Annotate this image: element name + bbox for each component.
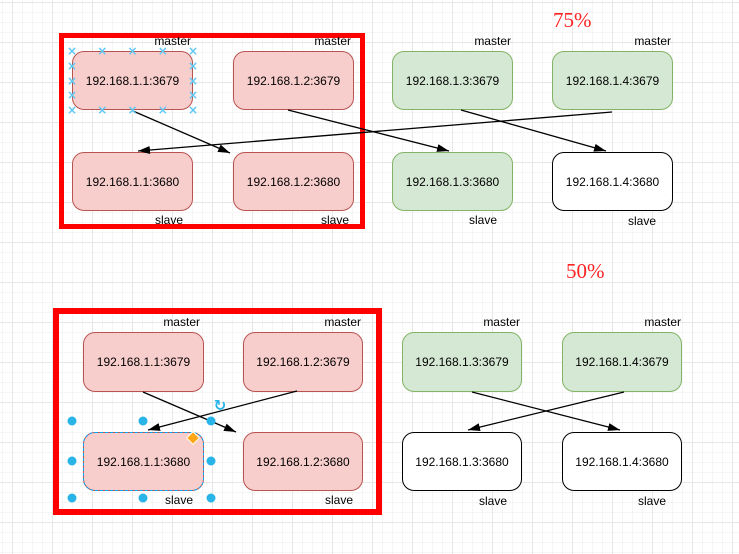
role-label-slave[interactable]: slave (468, 213, 497, 227)
node-ip-text: 192.168.1.2:3679 (256, 355, 350, 369)
diagram-node-slave[interactable]: 192.168.1.2:3680 (233, 152, 354, 211)
edge-arrow[interactable] (467, 391, 625, 432)
edge-arrow[interactable] (471, 391, 621, 431)
annotation-50-percent[interactable]: 50% (566, 259, 605, 283)
resize-handle[interactable] (206, 493, 216, 503)
resize-handle[interactable] (67, 456, 77, 465)
node-ip-text: 192.168.1.1:3679 (96, 355, 191, 369)
connection-point-icon[interactable]: × (127, 103, 138, 117)
connection-point-icon[interactable]: × (187, 88, 199, 103)
node-ip-text: 192.168.1.3:3680 (405, 174, 500, 189)
node-ip-text: 192.168.1.2:3679 (246, 73, 341, 88)
role-label-master[interactable]: master (483, 315, 520, 329)
diagram-node-master[interactable]: 192.168.1.4:3679 (562, 332, 682, 392)
connection-point-icon[interactable]: × (66, 58, 78, 73)
role-label-master[interactable]: master (163, 315, 200, 329)
diagram-node-master[interactable]: 192.168.1.3:3679 (392, 51, 513, 110)
resize-handle[interactable] (138, 416, 147, 426)
connection-point-icon[interactable]: × (187, 103, 199, 117)
resize-handle[interactable] (206, 456, 216, 465)
connection-point-icon[interactable]: × (97, 103, 108, 117)
diagram-node-slave[interactable]: 192.168.1.4:3680 (562, 432, 682, 491)
role-label-slave[interactable]: slave (320, 213, 349, 227)
diagram-node-master[interactable]: 192.168.1.3:3679 (402, 332, 522, 392)
connection-point-icon[interactable]: × (66, 44, 78, 58)
annotation-75-percent[interactable]: 75% (553, 8, 592, 32)
diagram-node-slave[interactable]: 192.168.1.2:3680 (243, 432, 363, 491)
node-ip-text: 192.168.1.1:3680 (85, 174, 180, 189)
rotate-handle-icon[interactable]: ↻ (213, 396, 227, 415)
diagram-node-slave[interactable]: 192.168.1.1:3680 (72, 152, 193, 211)
role-label-slave[interactable]: slave (637, 494, 666, 508)
diagram-node-master[interactable]: 192.168.1.1:3679 (72, 51, 193, 110)
role-label-master[interactable]: master (634, 34, 671, 48)
connection-point-icon[interactable]: × (187, 44, 199, 58)
connection-point-icon[interactable]: × (66, 103, 78, 117)
node-ip-text: 192.168.1.3:3680 (415, 454, 509, 469)
role-label-master[interactable]: master (154, 34, 191, 48)
node-ip-text: 192.168.1.1:3679 (85, 73, 180, 88)
node-ip-text: 192.168.1.3:3679 (415, 355, 509, 369)
connection-point-icon[interactable]: × (187, 73, 199, 88)
connection-point-icon[interactable]: × (157, 44, 168, 58)
edge-arrow[interactable] (460, 109, 607, 152)
resize-handle[interactable] (138, 493, 147, 503)
connection-point-icon[interactable]: × (157, 103, 168, 117)
node-ip-text: 192.168.1.4:3679 (565, 73, 660, 88)
role-label-master[interactable]: master (314, 34, 351, 48)
diagram-node-master[interactable]: 192.168.1.4:3679 (552, 51, 673, 110)
node-ip-text: 192.168.1.2:3680 (256, 454, 350, 469)
diagram-node-master[interactable]: 192.168.1.2:3679 (243, 332, 363, 392)
connection-point-icon[interactable]: × (187, 58, 199, 73)
role-label-slave[interactable]: slave (154, 213, 183, 227)
role-label-master[interactable]: master (324, 315, 361, 329)
diagram-node-master[interactable]: 192.168.1.2:3679 (233, 51, 354, 110)
resize-handle[interactable] (67, 493, 77, 503)
role-label-slave[interactable]: slave (324, 493, 353, 507)
node-ip-text: 192.168.1.4:3679 (575, 355, 669, 369)
diagram-node-slave[interactable]: 192.168.1.4:3680 (552, 152, 673, 211)
role-label-master[interactable]: master (474, 34, 511, 48)
diagram-node-master[interactable]: 192.168.1.1:3679 (83, 332, 204, 392)
connection-point-icon[interactable]: × (97, 44, 108, 58)
connection-point-icon[interactable]: × (66, 73, 78, 88)
node-ip-text: 192.168.1.4:3680 (565, 174, 660, 189)
diagram-node-slave[interactable]: 192.168.1.3:3680 (392, 152, 513, 211)
role-label-master[interactable]: master (644, 315, 681, 329)
role-label-slave[interactable]: slave (164, 493, 193, 507)
node-ip-text: 192.168.1.3:3679 (405, 73, 500, 88)
node-ip-text: 192.168.1.2:3680 (246, 174, 341, 189)
diagram-node-slave[interactable]: 192.168.1.3:3680 (402, 432, 522, 491)
node-ip-text: 192.168.1.4:3680 (575, 454, 669, 469)
connection-point-icon[interactable]: × (66, 88, 78, 103)
resize-handle[interactable] (67, 416, 77, 426)
connection-point-icon[interactable]: × (127, 44, 138, 58)
group-frame[interactable] (53, 308, 382, 515)
selection-outline (83, 432, 204, 491)
role-label-slave[interactable]: slave (478, 494, 507, 508)
role-label-slave[interactable]: slave (627, 214, 656, 228)
resize-handle[interactable] (206, 416, 216, 426)
